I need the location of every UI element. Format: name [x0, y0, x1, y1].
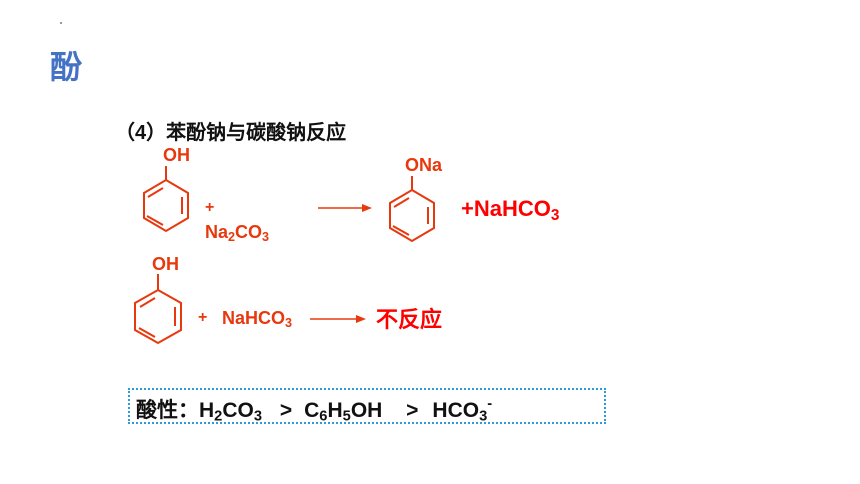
greater-than-2: > — [406, 399, 419, 422]
h2co3-formula: H2CO3 — [199, 399, 263, 425]
phenoxide-ring — [389, 176, 435, 243]
reagent-na2co3: Na2CO3 — [205, 222, 270, 245]
phenoxide-ona-label: ONa — [405, 155, 443, 175]
plus-sign-1: + — [205, 199, 215, 216]
byproduct-nahco3: +NaHCO3 — [461, 196, 560, 224]
phenol-ring-2 — [134, 274, 182, 345]
greater-than-1: > — [279, 399, 293, 422]
bicarbonate-formula: HCO3- — [432, 396, 493, 425]
arrow-2 — [310, 315, 366, 323]
phenol-ring-1 — [143, 166, 189, 233]
plus-sign-2: + — [198, 309, 208, 326]
no-reaction-label: 不反应 — [376, 307, 443, 332]
reagent-nahco3: NaHCO3 — [222, 308, 293, 331]
slide-subtitle: （4）苯酚钠与碳酸钠反应 — [115, 122, 347, 144]
arrow-1 — [318, 204, 372, 212]
phenol-oh-label-2: OH — [152, 254, 179, 274]
acidity-label: 酸性： — [136, 399, 199, 422]
acidity-comparison-box: 酸性：H2CO3 > C6H5OH > HCO3- — [128, 388, 606, 424]
slide-title: 酚 — [50, 49, 83, 85]
phenol-formula: C6H5OH — [304, 399, 383, 425]
decorative-dot — [60, 22, 62, 24]
phenol-oh-label-1: OH — [163, 145, 190, 165]
